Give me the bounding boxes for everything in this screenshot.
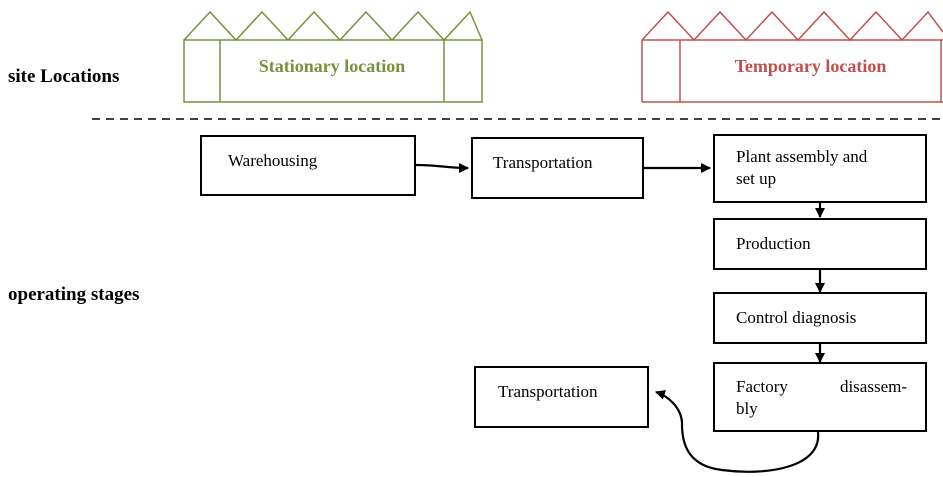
stage-transportation-1: Transportation: [471, 137, 644, 199]
site-locations-label: site Locations: [8, 66, 120, 87]
stage-warehousing: Warehousing: [200, 135, 416, 196]
stage-factory-disassembly-word2: disassem-: [839, 377, 907, 396]
arrow-disassembly-to-transportation: [655, 390, 820, 473]
stage-plant-assembly-line2: set up: [736, 169, 777, 188]
stage-warehousing-label: Warehousing: [228, 151, 318, 170]
stage-production: Production: [713, 218, 927, 270]
stage-control-diagnosis-label: Control diagnosis: [736, 308, 857, 327]
stage-production-label: Production: [736, 234, 811, 253]
stage-plant-assembly-line1: Plant assembly and: [736, 147, 868, 166]
temporary-location-label: Temporary location: [734, 56, 887, 76]
stage-transportation-1-label: Transportation: [493, 153, 593, 172]
arrow-warehousing-to-transportation: [415, 162, 469, 173]
stationary-location-label: Stationary location: [258, 56, 406, 76]
stage-factory-disassembly-word1: Factory: [736, 377, 788, 396]
stage-transportation-2: Transportation: [474, 366, 649, 428]
operating-stages-label: operating stages: [8, 284, 140, 305]
stage-factory-disassembly-line2: bly: [736, 399, 758, 418]
stage-factory-disassembly-line1: Factory disassem-: [736, 376, 907, 398]
stationary-building-icon: [183, 10, 483, 103]
stage-plant-assembly: Plant assembly and set up: [713, 134, 927, 203]
stage-control-diagnosis: Control diagnosis: [713, 292, 927, 344]
stage-factory-disassembly: Factory disassem- bly: [713, 362, 927, 432]
temporary-building-icon: [641, 10, 943, 103]
stage-transportation-2-label: Transportation: [498, 382, 598, 401]
